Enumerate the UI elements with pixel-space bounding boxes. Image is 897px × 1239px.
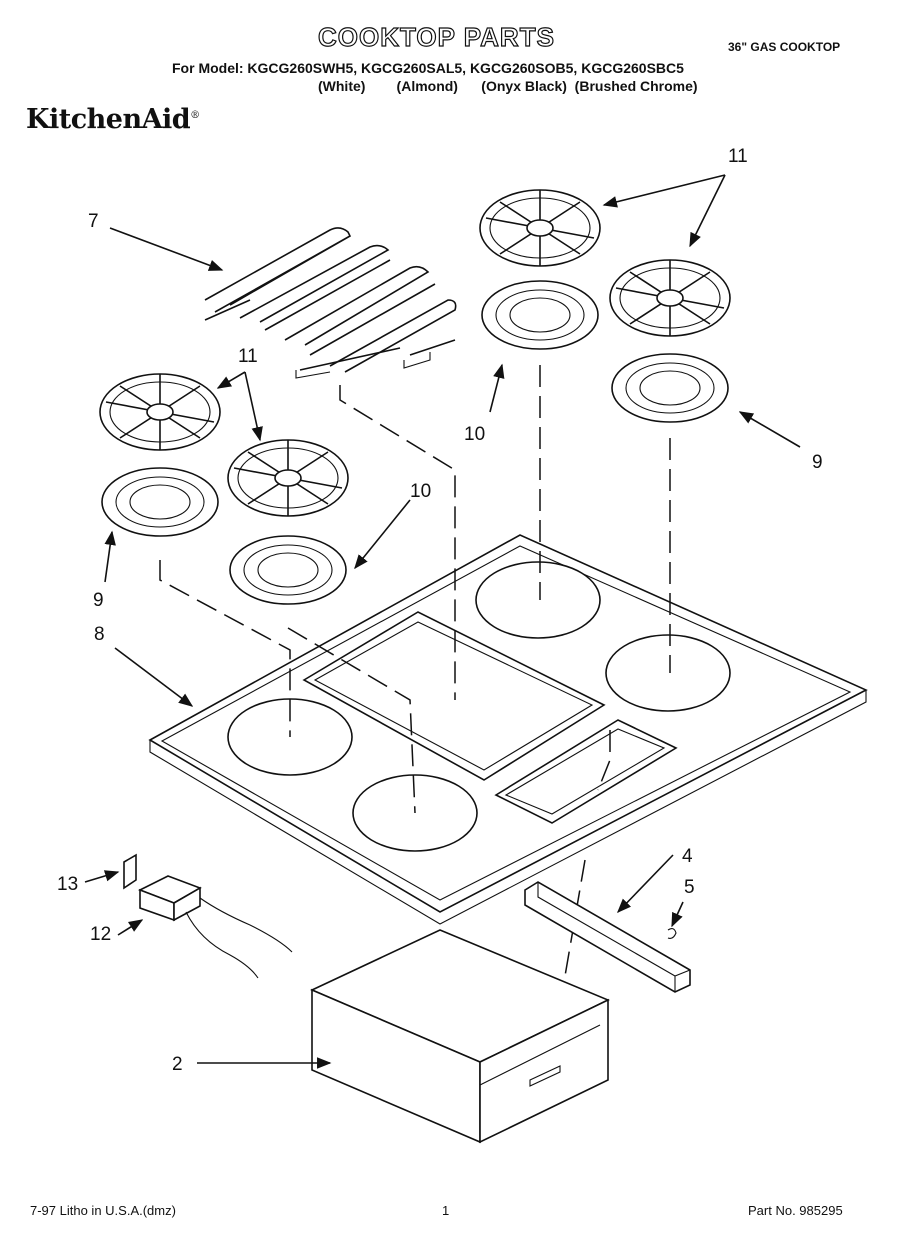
registered-mark: ® — [190, 110, 200, 121]
heating-element-part-7 — [204, 227, 457, 379]
callout-8: 8 — [94, 624, 105, 645]
litho-info: 7-97 Litho in U.S.A.(dmz) — [30, 1203, 176, 1218]
support-bracket-part-4 — [524, 881, 691, 993]
callout-13: 13 — [57, 874, 78, 895]
spark-module-part-12 — [138, 875, 293, 979]
part-number: Part No. 985295 — [748, 1203, 843, 1218]
burner-grate-part-11-left — [99, 373, 221, 451]
callout-7: 7 — [88, 211, 99, 232]
brand-name: KitchenAid — [26, 104, 191, 135]
callout-9-left: 9 — [93, 590, 104, 611]
mounting-bracket-part-13 — [123, 853, 137, 890]
callout-10-front: 10 — [410, 481, 431, 502]
drip-bowl-part-9-right — [611, 353, 729, 423]
page-number: 1 — [442, 1203, 450, 1218]
callout-12: 12 — [90, 924, 111, 945]
drip-bowl-part-9-left — [101, 467, 219, 537]
drip-bowl-part-10-back — [481, 280, 599, 350]
burner-grate-part-11-right — [609, 259, 731, 337]
burner-grate-part-11-back — [479, 189, 601, 267]
burner-grate-part-11-front — [227, 439, 349, 517]
cooktop-top-part-8 — [148, 534, 868, 925]
screw-part-5 — [667, 928, 677, 939]
model-numbers: For Model: KGCG260SWH5, KGCG260SAL5, KGC… — [172, 60, 684, 76]
drip-bowl-part-10-front — [229, 535, 347, 605]
callout-10-back: 10 — [464, 424, 485, 445]
page-title: COOKTOP PARTS — [317, 21, 555, 52]
callout-11-left: 11 — [238, 346, 258, 367]
callout-5: 5 — [684, 877, 695, 898]
callout-arrows — [84, 174, 801, 1069]
model-colors: (White) (Almond) (Onyx Black) (Brushed C… — [318, 78, 698, 94]
callout-11-right: 11 — [728, 146, 748, 167]
product-type: 36" GAS COOKTOP — [728, 40, 841, 54]
callout-9-right: 9 — [812, 452, 823, 473]
brand-logo: KitchenAid® — [26, 104, 200, 135]
callout-2: 2 — [172, 1054, 183, 1075]
burner-box-part-2 — [310, 929, 610, 1144]
callout-4: 4 — [682, 846, 693, 867]
